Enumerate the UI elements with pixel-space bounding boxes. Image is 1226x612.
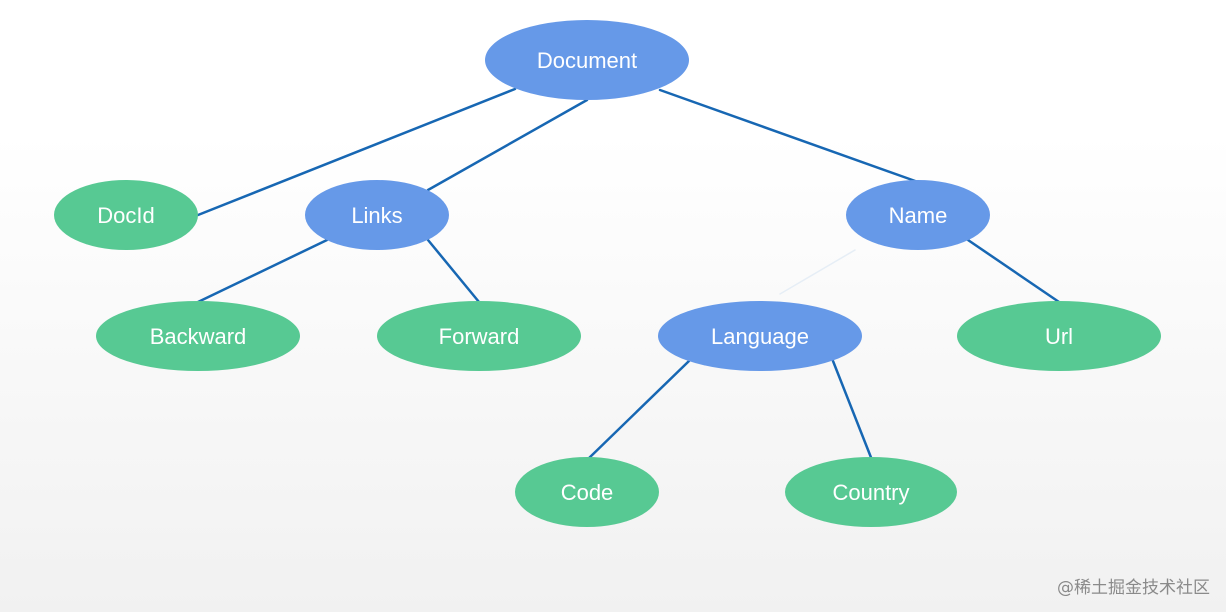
node-name-shape <box>846 180 990 250</box>
node-document-shape <box>485 20 689 100</box>
edge-name-language <box>779 249 856 295</box>
node-document-label: Document <box>537 48 637 73</box>
edge-links-forward <box>426 238 481 304</box>
node-code-shape <box>515 457 659 527</box>
node-docid-shape <box>54 180 198 250</box>
edge-document-docid <box>196 87 517 217</box>
node-docid-label: DocId <box>97 203 154 228</box>
node-name-label: Name <box>889 203 948 228</box>
node-url-label: Url <box>1045 324 1073 349</box>
node-forward-shape <box>377 301 581 371</box>
node-language-label: Language <box>711 324 809 349</box>
node-backward-label: Backward <box>150 324 247 349</box>
node-language: Language <box>658 301 862 371</box>
node-document: Document <box>485 20 689 100</box>
node-country: Country <box>785 457 957 527</box>
edge-links-backward <box>196 238 329 304</box>
edge-language-country <box>831 359 874 462</box>
node-country-label: Country <box>832 480 909 505</box>
node-links: Links <box>305 180 449 250</box>
node-code: Code <box>515 457 659 527</box>
node-language-shape <box>658 301 862 371</box>
node-links-shape <box>305 180 449 250</box>
edge-name-url <box>966 238 1061 304</box>
node-links-label: Links <box>351 203 402 228</box>
node-forward-label: Forward <box>439 324 520 349</box>
node-code-label: Code <box>561 480 614 505</box>
edge-document-links <box>426 98 589 192</box>
node-docid: DocId <box>54 180 198 250</box>
edge-language-code <box>585 359 691 462</box>
edge-document-name <box>658 88 920 184</box>
node-name: Name <box>846 180 990 250</box>
node-backward-shape <box>96 301 300 371</box>
edges <box>196 87 1061 462</box>
node-country-shape <box>785 457 957 527</box>
node-backward: Backward <box>96 301 300 371</box>
node-forward: Forward <box>377 301 581 371</box>
node-url-shape <box>957 301 1161 371</box>
node-url: Url <box>957 301 1161 371</box>
watermark-text: @稀土掘金技术社区 <box>1057 578 1210 598</box>
